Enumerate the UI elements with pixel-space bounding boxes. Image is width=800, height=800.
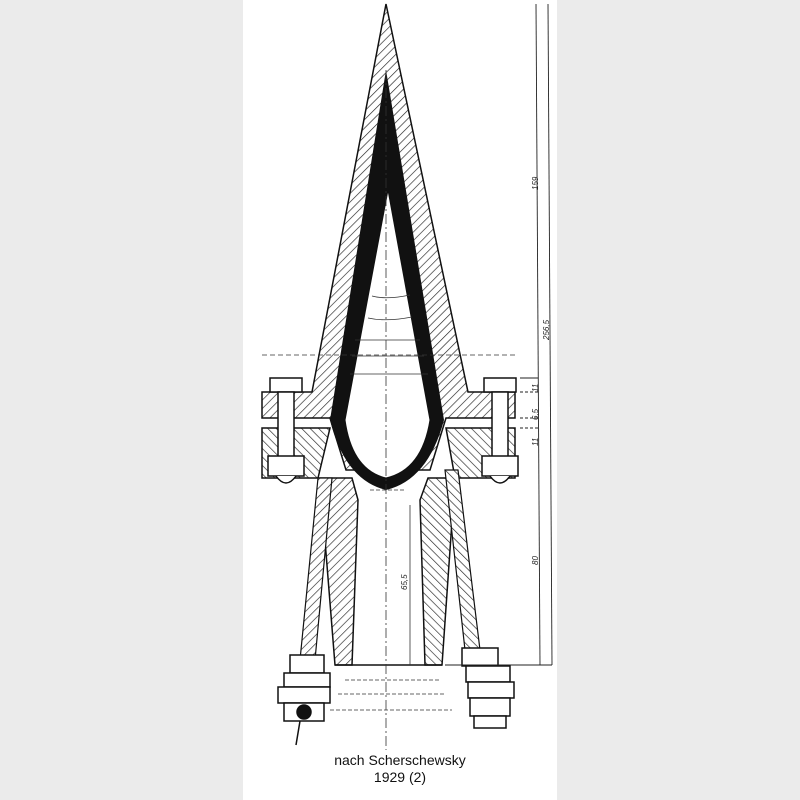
nozzle-left-wall xyxy=(319,477,359,666)
caption-author: nach Scherschewsky xyxy=(334,752,466,768)
inner-dimension-lines xyxy=(262,294,515,711)
dim-height-total: 256,5 xyxy=(542,319,551,341)
caption-year: 1929 (2) xyxy=(373,769,427,785)
fitting-left xyxy=(277,654,331,746)
dim-nozzle-length: 65,5 xyxy=(400,574,409,590)
nozzle-right-wall xyxy=(419,477,456,666)
pipe-right xyxy=(444,469,481,651)
dim-flange-a: 11 xyxy=(531,384,540,392)
dim-flange-gap: 6,5 xyxy=(531,408,540,420)
figure-caption: nach Scherschewsky 1929 (2) xyxy=(243,752,557,786)
bolt-right xyxy=(481,377,519,484)
dimension-lines xyxy=(445,3,553,666)
dim-height-upper: 159 xyxy=(531,176,540,190)
bolt-left xyxy=(267,377,305,484)
dim-flange-b: 11 xyxy=(531,438,540,446)
inner-cavity xyxy=(344,189,431,479)
fitting-right xyxy=(461,647,515,729)
dim-height-lower: 80 xyxy=(531,556,540,565)
